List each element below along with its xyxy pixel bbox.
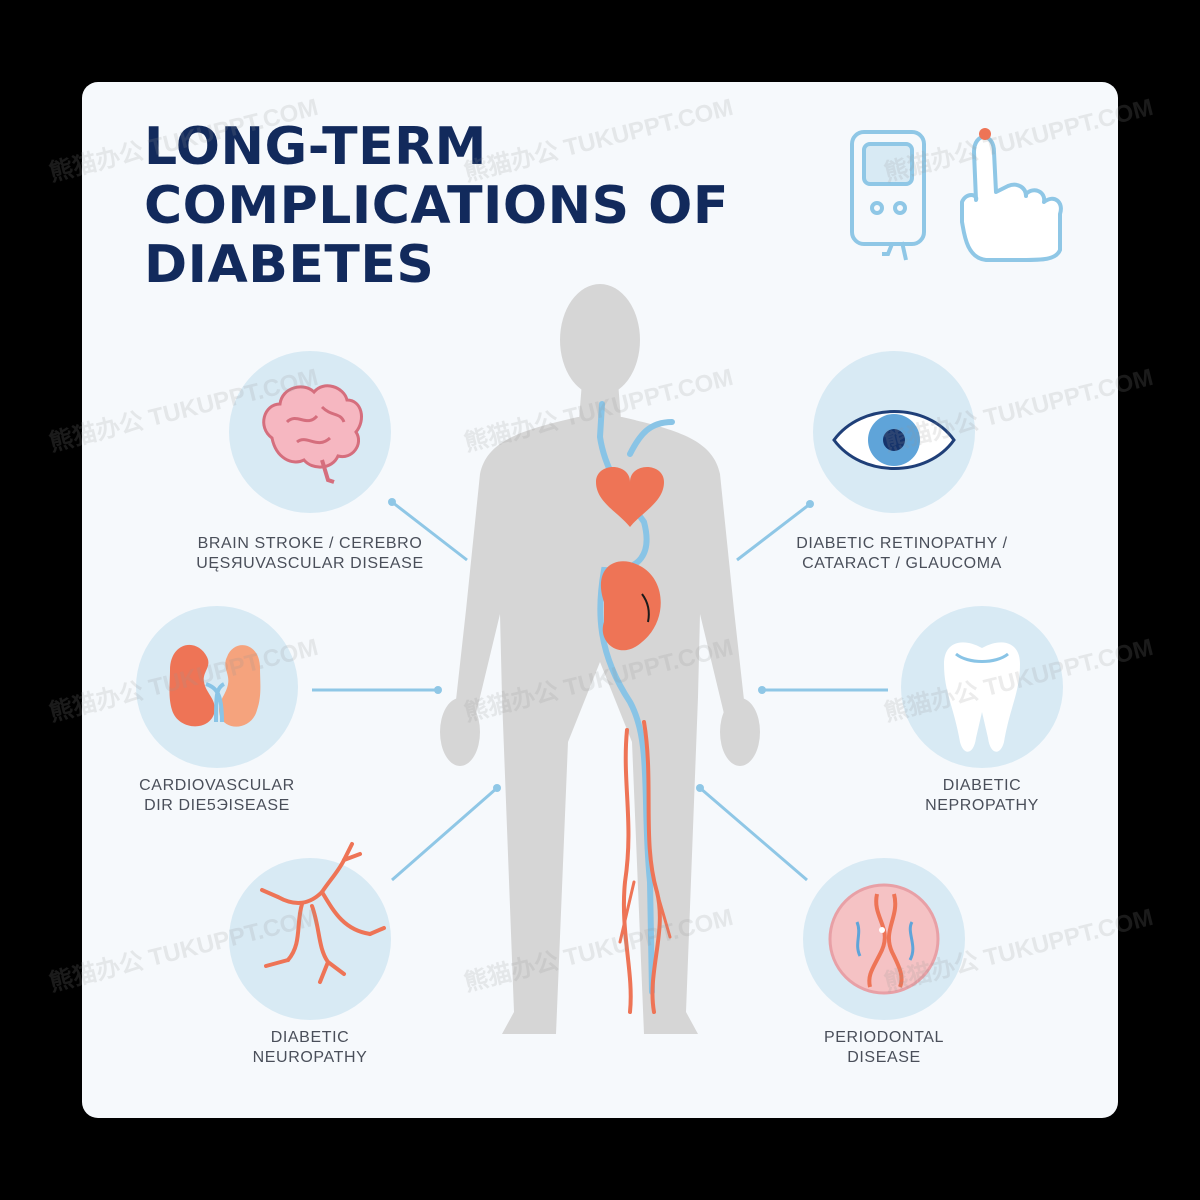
human-body-silhouette — [440, 284, 760, 1034]
finger-prick-icon — [960, 128, 1063, 262]
label-brain-line-1: BRAIN STROKE / CEREBRO — [197, 535, 423, 552]
label-eye-line-2: CATARACT / GLAUCOMA — [802, 555, 1002, 572]
eye-icon — [832, 410, 956, 470]
label-nerve-line-2: NEUROPATHY — [252, 1049, 368, 1066]
icon-circles — [136, 351, 1063, 1020]
brain-icon — [262, 384, 363, 484]
label-neuropathy: DIABETIC NEUROPATHY — [210, 1028, 410, 1068]
glucose-meter-icon — [850, 130, 926, 261]
label-nerve-line-1: DIABETIC — [270, 1029, 350, 1046]
label-periodontal: PERIODONTAL DISEASE — [784, 1028, 984, 1068]
diagram-artwork — [136, 128, 1063, 1034]
label-brain-line-2: UĘSЯUVASCULAR DISEASE — [196, 555, 424, 572]
label-brain-stroke: BRAIN STROKE / CEREBRO UĘSЯUVASCULAR DIS… — [152, 534, 468, 574]
title-line-1: LONG-TERM — [144, 117, 487, 177]
label-vessel-line-1: PERIODONTAL — [823, 1029, 945, 1046]
title-line-2: COMPLICATIONS OF — [144, 176, 729, 236]
connector-vessel — [699, 786, 808, 882]
label-kidney-line-1: CARDIOVASCULAR — [139, 777, 295, 794]
connector-eye — [736, 502, 811, 562]
label-cardiovascular: CARDIOVASCULAR DIR DIЕ5ЭISEASE — [122, 776, 312, 816]
label-retinopathy: DIABETIC RETINOPATHY / CATARACT / GLAUCO… — [732, 534, 1072, 574]
kidney-organ-icon — [600, 561, 661, 651]
page-title: LONG-TERM COMPLICATIONS OF DIABETES — [144, 118, 729, 295]
blood-vessel-icon — [828, 883, 940, 995]
label-kidney-line-2: DIR DIЕ5ЭISEASE — [144, 797, 290, 814]
connector-nerve — [391, 786, 498, 882]
infographic-card: LONG-TERM COMPLICATIONS OF DIABETES — [82, 82, 1118, 1118]
tooth-icon — [944, 642, 1020, 752]
connector-lines — [312, 498, 888, 882]
nerve-icon — [260, 842, 386, 984]
label-nephropathy: DIABETIC NEPROPATHY — [882, 776, 1082, 816]
label-tooth-line-2: NEPROPATHY — [925, 797, 1039, 814]
label-tooth-line-1: DIABETIC — [942, 777, 1022, 794]
title-line-3: DIABETES — [144, 235, 435, 295]
label-eye-line-1: DIABETIC RETINOPATHY / — [796, 535, 1008, 552]
kidneys-icon — [169, 644, 261, 727]
label-vessel-line-2: DISEASE — [847, 1049, 921, 1066]
heart-icon — [596, 467, 664, 527]
connector-brain — [391, 500, 468, 562]
